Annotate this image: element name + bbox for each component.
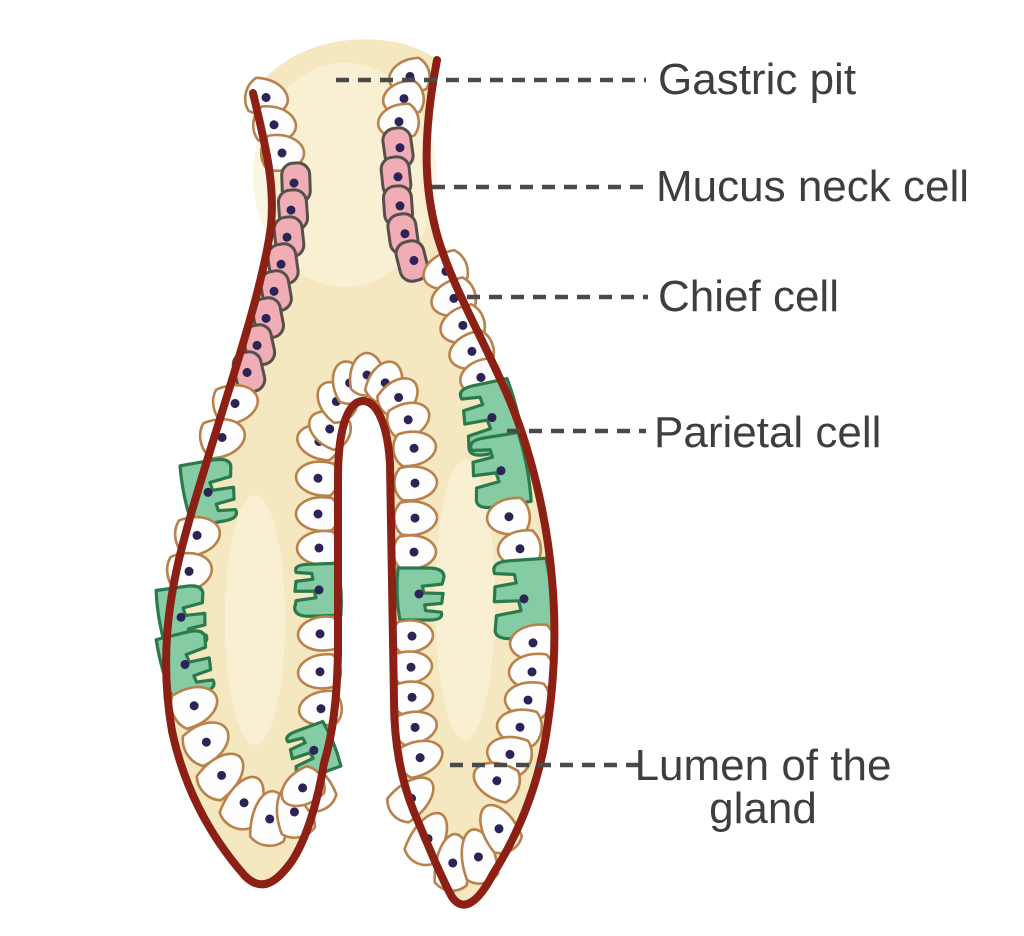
label-lumen-line-2: gland xyxy=(709,784,817,833)
lumen-highlight xyxy=(435,460,495,740)
nucleus xyxy=(394,117,404,127)
nucleus xyxy=(528,638,538,648)
nucleus xyxy=(315,629,325,639)
label-chief-cell: Chief cell xyxy=(658,272,839,321)
nucleus xyxy=(473,852,483,862)
nucleus xyxy=(414,589,424,599)
nucleus xyxy=(449,293,459,303)
nucleus xyxy=(269,120,279,130)
nucleus xyxy=(476,372,486,382)
nucleus xyxy=(192,530,202,540)
nucleus xyxy=(504,512,514,522)
nucleus xyxy=(492,776,502,786)
nucleus xyxy=(282,232,292,242)
nucleus xyxy=(393,172,403,182)
chief-cell xyxy=(294,460,340,497)
nucleus xyxy=(409,443,419,453)
nucleus xyxy=(203,487,213,497)
nucleus xyxy=(314,585,324,595)
nucleus xyxy=(415,753,425,763)
nucleus xyxy=(410,478,420,488)
nucleus xyxy=(467,346,477,356)
nucleus xyxy=(487,413,497,423)
nucleus xyxy=(289,178,299,188)
cells-layer xyxy=(154,56,556,892)
nucleus xyxy=(395,201,405,211)
chief-cell xyxy=(294,495,341,533)
nucleus xyxy=(407,692,417,702)
chief-cell xyxy=(390,650,434,685)
nucleus xyxy=(286,205,296,215)
nucleus xyxy=(252,340,262,350)
nucleus xyxy=(458,320,468,330)
nucleus xyxy=(400,229,410,239)
nucleus xyxy=(230,398,240,408)
label-parietal-cell: Parietal cell xyxy=(654,408,881,457)
nucleus xyxy=(399,94,409,104)
nucleus xyxy=(394,392,404,402)
mucus-neck-cell xyxy=(394,239,430,283)
nucleus xyxy=(276,259,286,269)
parietal-cell xyxy=(395,566,446,622)
nucleus xyxy=(448,858,458,868)
nucleus xyxy=(403,415,413,425)
chief-cell xyxy=(391,430,438,468)
nucleus xyxy=(313,473,323,483)
gland-outline xyxy=(162,56,559,909)
nucleus xyxy=(494,824,504,834)
nucleus xyxy=(515,544,525,554)
nucleus xyxy=(261,93,271,103)
label-lumen-line-1: Lumen of the xyxy=(635,741,892,790)
nucleus xyxy=(409,256,419,266)
chief-cell xyxy=(385,401,431,442)
nucleus xyxy=(406,662,416,672)
chief-cell xyxy=(485,496,532,536)
nucleus xyxy=(176,612,186,622)
nucleus xyxy=(217,432,227,442)
nucleus xyxy=(309,745,319,755)
nucleus xyxy=(265,814,275,824)
nucleus xyxy=(395,143,405,153)
chief-cell xyxy=(181,721,230,768)
nucleus xyxy=(201,737,211,747)
parietal-cell xyxy=(469,430,533,510)
leader-lines xyxy=(336,77,648,768)
nucleus xyxy=(316,704,326,714)
nucleus xyxy=(184,566,194,576)
nucleus xyxy=(314,543,324,553)
nucleus xyxy=(269,286,279,296)
nucleus xyxy=(217,770,227,780)
nucleus xyxy=(515,722,525,732)
nucleus xyxy=(180,659,190,669)
nucleus xyxy=(409,547,419,557)
nucleus xyxy=(325,424,335,434)
nucleus xyxy=(239,798,249,808)
nucleus xyxy=(407,631,417,641)
nucleus xyxy=(289,807,299,817)
label-mucus-neck-cell: Mucus neck cell xyxy=(656,162,969,211)
nucleus xyxy=(410,722,420,732)
chief-cell xyxy=(472,761,522,804)
nucleus xyxy=(277,148,287,158)
nucleus xyxy=(298,783,308,793)
nucleus xyxy=(523,695,533,705)
chief-cell xyxy=(295,529,342,567)
nucleus xyxy=(410,513,420,523)
nucleus xyxy=(189,701,199,711)
nucleus xyxy=(315,667,325,677)
nucleus xyxy=(261,313,271,323)
label-gastric-pit: Gastric pit xyxy=(658,55,856,104)
chief-cell xyxy=(391,534,438,571)
nucleus xyxy=(527,667,537,677)
nucleus xyxy=(242,367,252,377)
nucleus xyxy=(496,466,506,476)
nucleus xyxy=(313,509,323,519)
lumen-highlight xyxy=(225,495,285,745)
nucleus xyxy=(505,749,515,759)
nucleus xyxy=(519,594,529,604)
